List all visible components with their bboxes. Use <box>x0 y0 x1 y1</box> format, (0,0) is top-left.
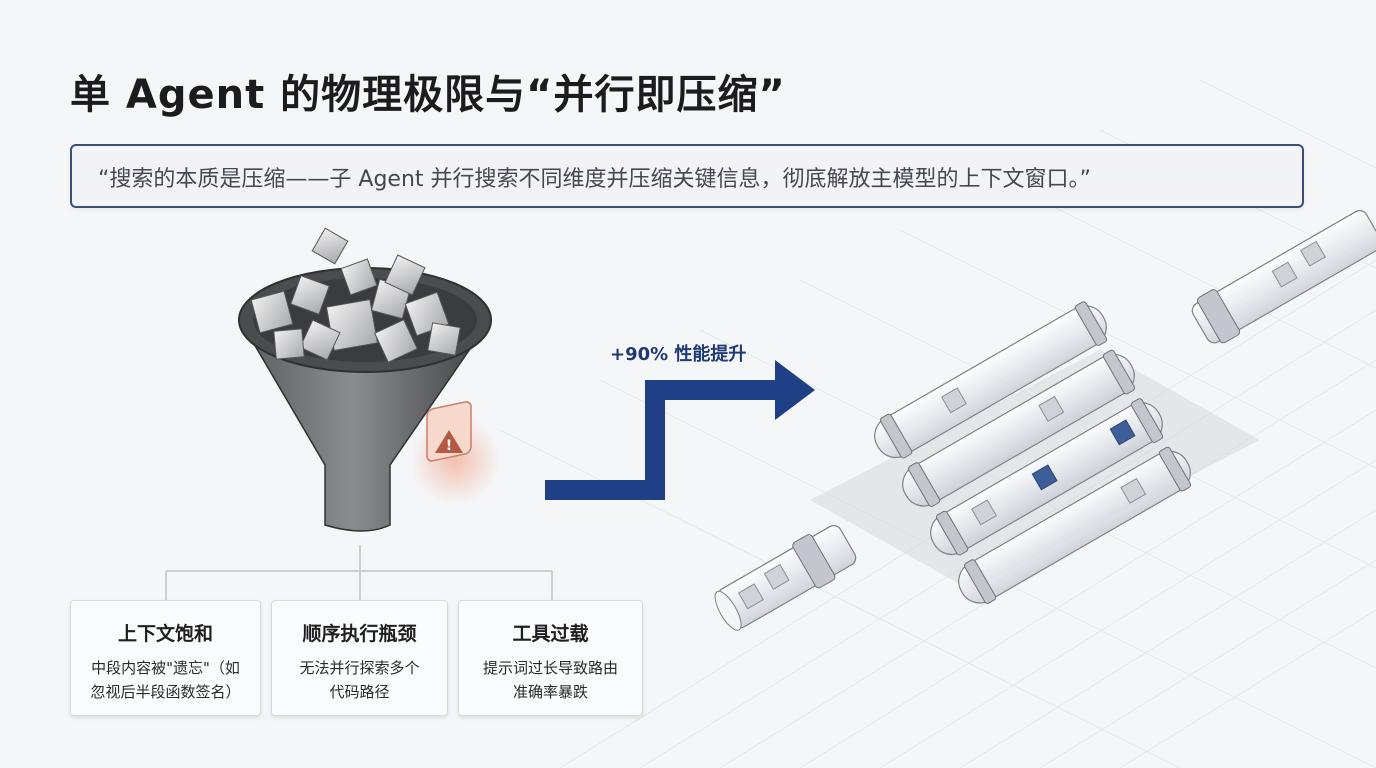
card-desc-line: 中段内容被"遗忘"（如 <box>91 659 240 677</box>
card-title: 上下文饱和 <box>117 623 213 645</box>
card-context-saturation: 上下文饱和 中段内容被"遗忘"（如 忽视后半段函数签名） <box>70 600 261 716</box>
funnel-cubes <box>250 227 461 363</box>
card-desc-line: 无法并行探索多个 <box>299 659 420 677</box>
step-arrow-icon <box>545 360 815 500</box>
card-title: 顺序执行瓶颈 <box>302 623 417 645</box>
card-sequential-bottleneck: 顺序执行瓶颈 无法并行探索多个 代码路径 <box>271 600 448 716</box>
branch-tubes <box>874 301 1192 604</box>
highlighted-cube <box>1109 419 1136 446</box>
card-description: 无法并行探索多个 代码路径 <box>272 656 447 704</box>
card-desc-line: 代码路径 <box>329 683 390 701</box>
warning-badge: ! <box>426 401 472 462</box>
card-desc-line: 提示词过长导致路由 <box>482 659 618 677</box>
parallel-pipeline-illustration <box>714 210 1376 631</box>
card-title: 工具过载 <box>512 623 589 645</box>
card-description: 中段内容被"遗忘"（如 忽视后半段函数签名） <box>71 656 260 704</box>
quote-text: “搜索的本质是压缩——子 Agent 并行搜索不同维度并压缩关键信息，彻底解放主… <box>98 167 1091 192</box>
output-pipe <box>1191 210 1376 344</box>
card-desc-line: 准确率暴跌 <box>512 683 588 701</box>
card-description: 提示词过长导致路由 准确率暴跌 <box>459 656 642 704</box>
branch-tube <box>902 353 1135 507</box>
input-pipe <box>714 525 857 631</box>
card-tool-overload: 工具过载 提示词过长导致路由 准确率暴跌 <box>458 600 643 716</box>
quote-box: “搜索的本质是压缩——子 Agent 并行搜索不同维度并压缩关键信息，彻底解放主… <box>70 144 1304 208</box>
tree-connector <box>165 545 553 600</box>
performance-label: +90% 性能提升 <box>610 344 747 365</box>
branch-tube <box>874 305 1107 459</box>
svg-text:!: ! <box>446 438 452 454</box>
page-title: 单 Agent 的物理极限与“并行即压缩” <box>70 72 786 118</box>
card-desc-line: 忽视后半段函数签名） <box>90 683 241 701</box>
warning-triangle-icon <box>435 430 463 453</box>
highlighted-cube <box>1031 464 1058 491</box>
funnel-illustration: ! <box>238 227 500 532</box>
